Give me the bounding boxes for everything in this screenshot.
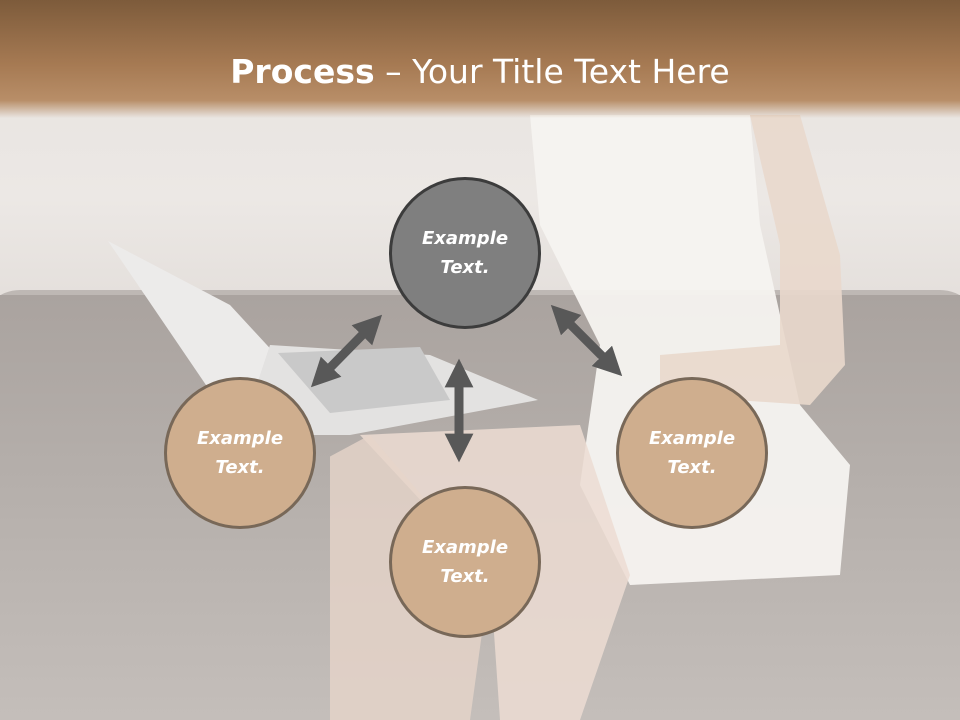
process-node-left: Example Text. xyxy=(164,377,316,529)
arrow-top-left xyxy=(310,314,383,388)
arrow-top-right xyxy=(550,304,623,377)
title-bold: Process xyxy=(230,52,375,91)
title-text: Your Title Text Here xyxy=(412,52,730,91)
slide-title: Process – Your Title Text Here xyxy=(0,52,960,91)
node-label-top: Example Text. xyxy=(421,228,509,278)
title-separator: – xyxy=(374,52,413,91)
header-bar xyxy=(0,0,960,118)
node-label-bottom: Example Text. xyxy=(421,537,509,587)
process-node-right: Example Text. xyxy=(616,377,768,529)
process-node-bottom: Example Text. xyxy=(389,486,541,638)
node-label-right: Example Text. xyxy=(648,428,736,478)
process-node-top: Example Text. xyxy=(389,177,541,329)
node-label-left: Example Text. xyxy=(196,428,284,478)
